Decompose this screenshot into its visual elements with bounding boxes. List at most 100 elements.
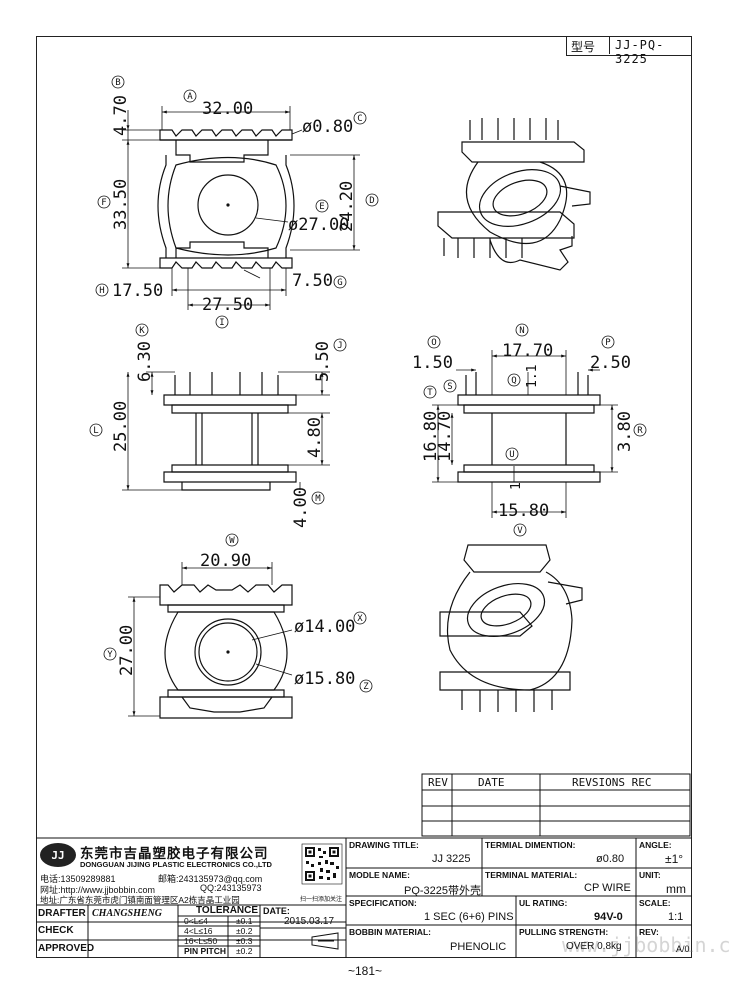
top-view xyxy=(157,129,295,269)
callout-o: O xyxy=(427,335,441,349)
callout-h: H xyxy=(95,283,109,297)
dim-n: 17.70 xyxy=(502,341,553,361)
drafter-label: DRAFTER xyxy=(38,908,86,919)
drawing-title-label: DRAWING TITLE: xyxy=(349,840,419,850)
iso-view-bottom xyxy=(439,544,583,712)
model-label: 型号 xyxy=(571,40,596,54)
terminal-dim-value: ø0.80 xyxy=(596,853,625,865)
dim-i: 27.50 xyxy=(202,295,253,315)
dim-g: 7.50 xyxy=(292,271,333,291)
dim-y: 27.00 xyxy=(117,625,137,676)
callouts: A B C D E F G H I K J L M O N P T S Q U … xyxy=(89,75,647,693)
svg-text:E: E xyxy=(319,202,324,212)
dim-p: 2.50 xyxy=(590,353,631,373)
svg-text:R: R xyxy=(637,426,643,436)
tolerance-value-3: ±0.3 xyxy=(236,936,253,946)
dim-m1: 4.80 xyxy=(305,417,325,458)
svg-text:K: K xyxy=(139,326,145,336)
svg-text:D: D xyxy=(369,196,374,206)
svg-text:S: S xyxy=(447,382,452,392)
dim-k: 6.30 xyxy=(135,341,155,382)
company-address: 地址:广东省东莞市虎门镇南面管理区A2栋吉晶工业园 xyxy=(40,895,240,905)
callout-f: F xyxy=(97,195,111,209)
bottom-view xyxy=(159,584,293,719)
dim-x: ø14.00 xyxy=(294,617,355,637)
title-block-grid xyxy=(36,837,692,958)
model-separator xyxy=(609,36,610,54)
revisions-header: REVSIONS REC xyxy=(572,776,651,789)
svg-text:JJ: JJ xyxy=(51,849,64,862)
svg-text:P: P xyxy=(605,338,611,348)
callout-r: R xyxy=(633,423,647,437)
callout-u: U xyxy=(505,447,519,461)
drafter-value: CHANGSHENG xyxy=(92,908,163,919)
angle-label: ANGLE: xyxy=(639,840,672,850)
svg-text:A: A xyxy=(187,92,193,102)
dim-m2: 4.00 xyxy=(291,487,311,528)
dim-r: 3.80 xyxy=(615,411,635,452)
callout-m: M xyxy=(311,491,325,505)
svg-text:G: G xyxy=(337,278,342,288)
dim-j: 5.50 xyxy=(313,341,333,382)
callout-x: X xyxy=(353,611,367,625)
callout-n: N xyxy=(515,323,529,337)
dim-c: ø0.80 xyxy=(302,117,353,137)
revision-table xyxy=(421,773,691,837)
tolerance-label: TOLERANCE xyxy=(196,905,259,916)
company-name-cn: 东莞市吉晶塑胶电子有限公司 xyxy=(80,846,269,861)
model-name-label: MODLE NAME: xyxy=(349,870,410,880)
dim-o: 1.50 xyxy=(412,353,453,373)
tolerance-value-2: ±0.2 xyxy=(236,926,253,936)
pulling-strength-value: OVER 0.8kg xyxy=(566,941,622,952)
unit-label: UNIT: xyxy=(639,870,661,880)
company-logo: JJ xyxy=(40,843,76,867)
page-number: ~181~ xyxy=(347,964,383,978)
callout-v: V xyxy=(513,523,527,537)
date-value: 2015.03.17 xyxy=(284,916,335,927)
dim-h: 17.50 xyxy=(112,281,163,301)
dim-f: 33.50 xyxy=(111,179,131,230)
side-view-left xyxy=(163,372,297,491)
angle-value: ±1° xyxy=(665,852,684,866)
rev-value: A/0 xyxy=(676,944,690,954)
drawing-title-value: JJ 3225 xyxy=(432,853,471,865)
svg-text:N: N xyxy=(519,326,524,336)
callout-i: I xyxy=(215,315,229,329)
dim-w: 20.90 xyxy=(200,551,251,571)
tolerance-value-1: ±0.1 xyxy=(236,916,253,926)
svg-text:L: L xyxy=(93,426,98,436)
dim-t: 16.80 xyxy=(421,411,441,462)
dim-v: 15.80 xyxy=(498,501,549,521)
svg-text:O: O xyxy=(431,338,436,348)
model-box: 型号 JJ-PQ-3225 xyxy=(566,36,692,66)
svg-text:J: J xyxy=(337,341,342,351)
company-phone: 电话:13509289881 xyxy=(40,874,116,884)
pulling-strength-label: PULLING STRENGTH: xyxy=(519,927,609,937)
scale-label: SCALE: xyxy=(639,898,671,908)
date-header: DATE xyxy=(478,776,505,789)
dim-l: 25.00 xyxy=(111,401,131,452)
callout-q: Q xyxy=(507,373,521,387)
date-label: DATE: xyxy=(263,906,290,916)
scale-value: 1:1 xyxy=(668,911,684,923)
callout-z: Z xyxy=(359,679,373,693)
model-value: JJ-PQ-3225 xyxy=(615,38,665,66)
company-name-en: DONGGUAN JIJING PLASTIC ELECTRONICS CO.,… xyxy=(80,860,272,869)
dim-d: 24.20 xyxy=(337,181,357,232)
side-view-right xyxy=(457,372,601,483)
callout-w: W xyxy=(225,533,239,547)
svg-text:Z: Z xyxy=(363,682,369,692)
dim-a: 32.00 xyxy=(202,99,253,119)
callout-k: K xyxy=(135,323,149,337)
terminal-material-label: TERMINAL MATERIAL: xyxy=(485,870,578,880)
svg-text:Y: Y xyxy=(107,650,113,660)
qr-code xyxy=(301,843,343,885)
tolerance-range-1: 0<L≤4 xyxy=(184,916,208,926)
callout-e: E xyxy=(315,199,329,213)
spec-value: 1 SEC (6+6) PINS xyxy=(424,911,514,923)
qr-caption: 扫一扫添加关注 xyxy=(300,897,343,903)
tolerance-range-2: 4<L≤16 xyxy=(184,926,213,936)
svg-text:X: X xyxy=(357,614,363,624)
svg-text:T: T xyxy=(427,388,433,398)
ul-rating-value: 94V-0 xyxy=(594,911,623,923)
